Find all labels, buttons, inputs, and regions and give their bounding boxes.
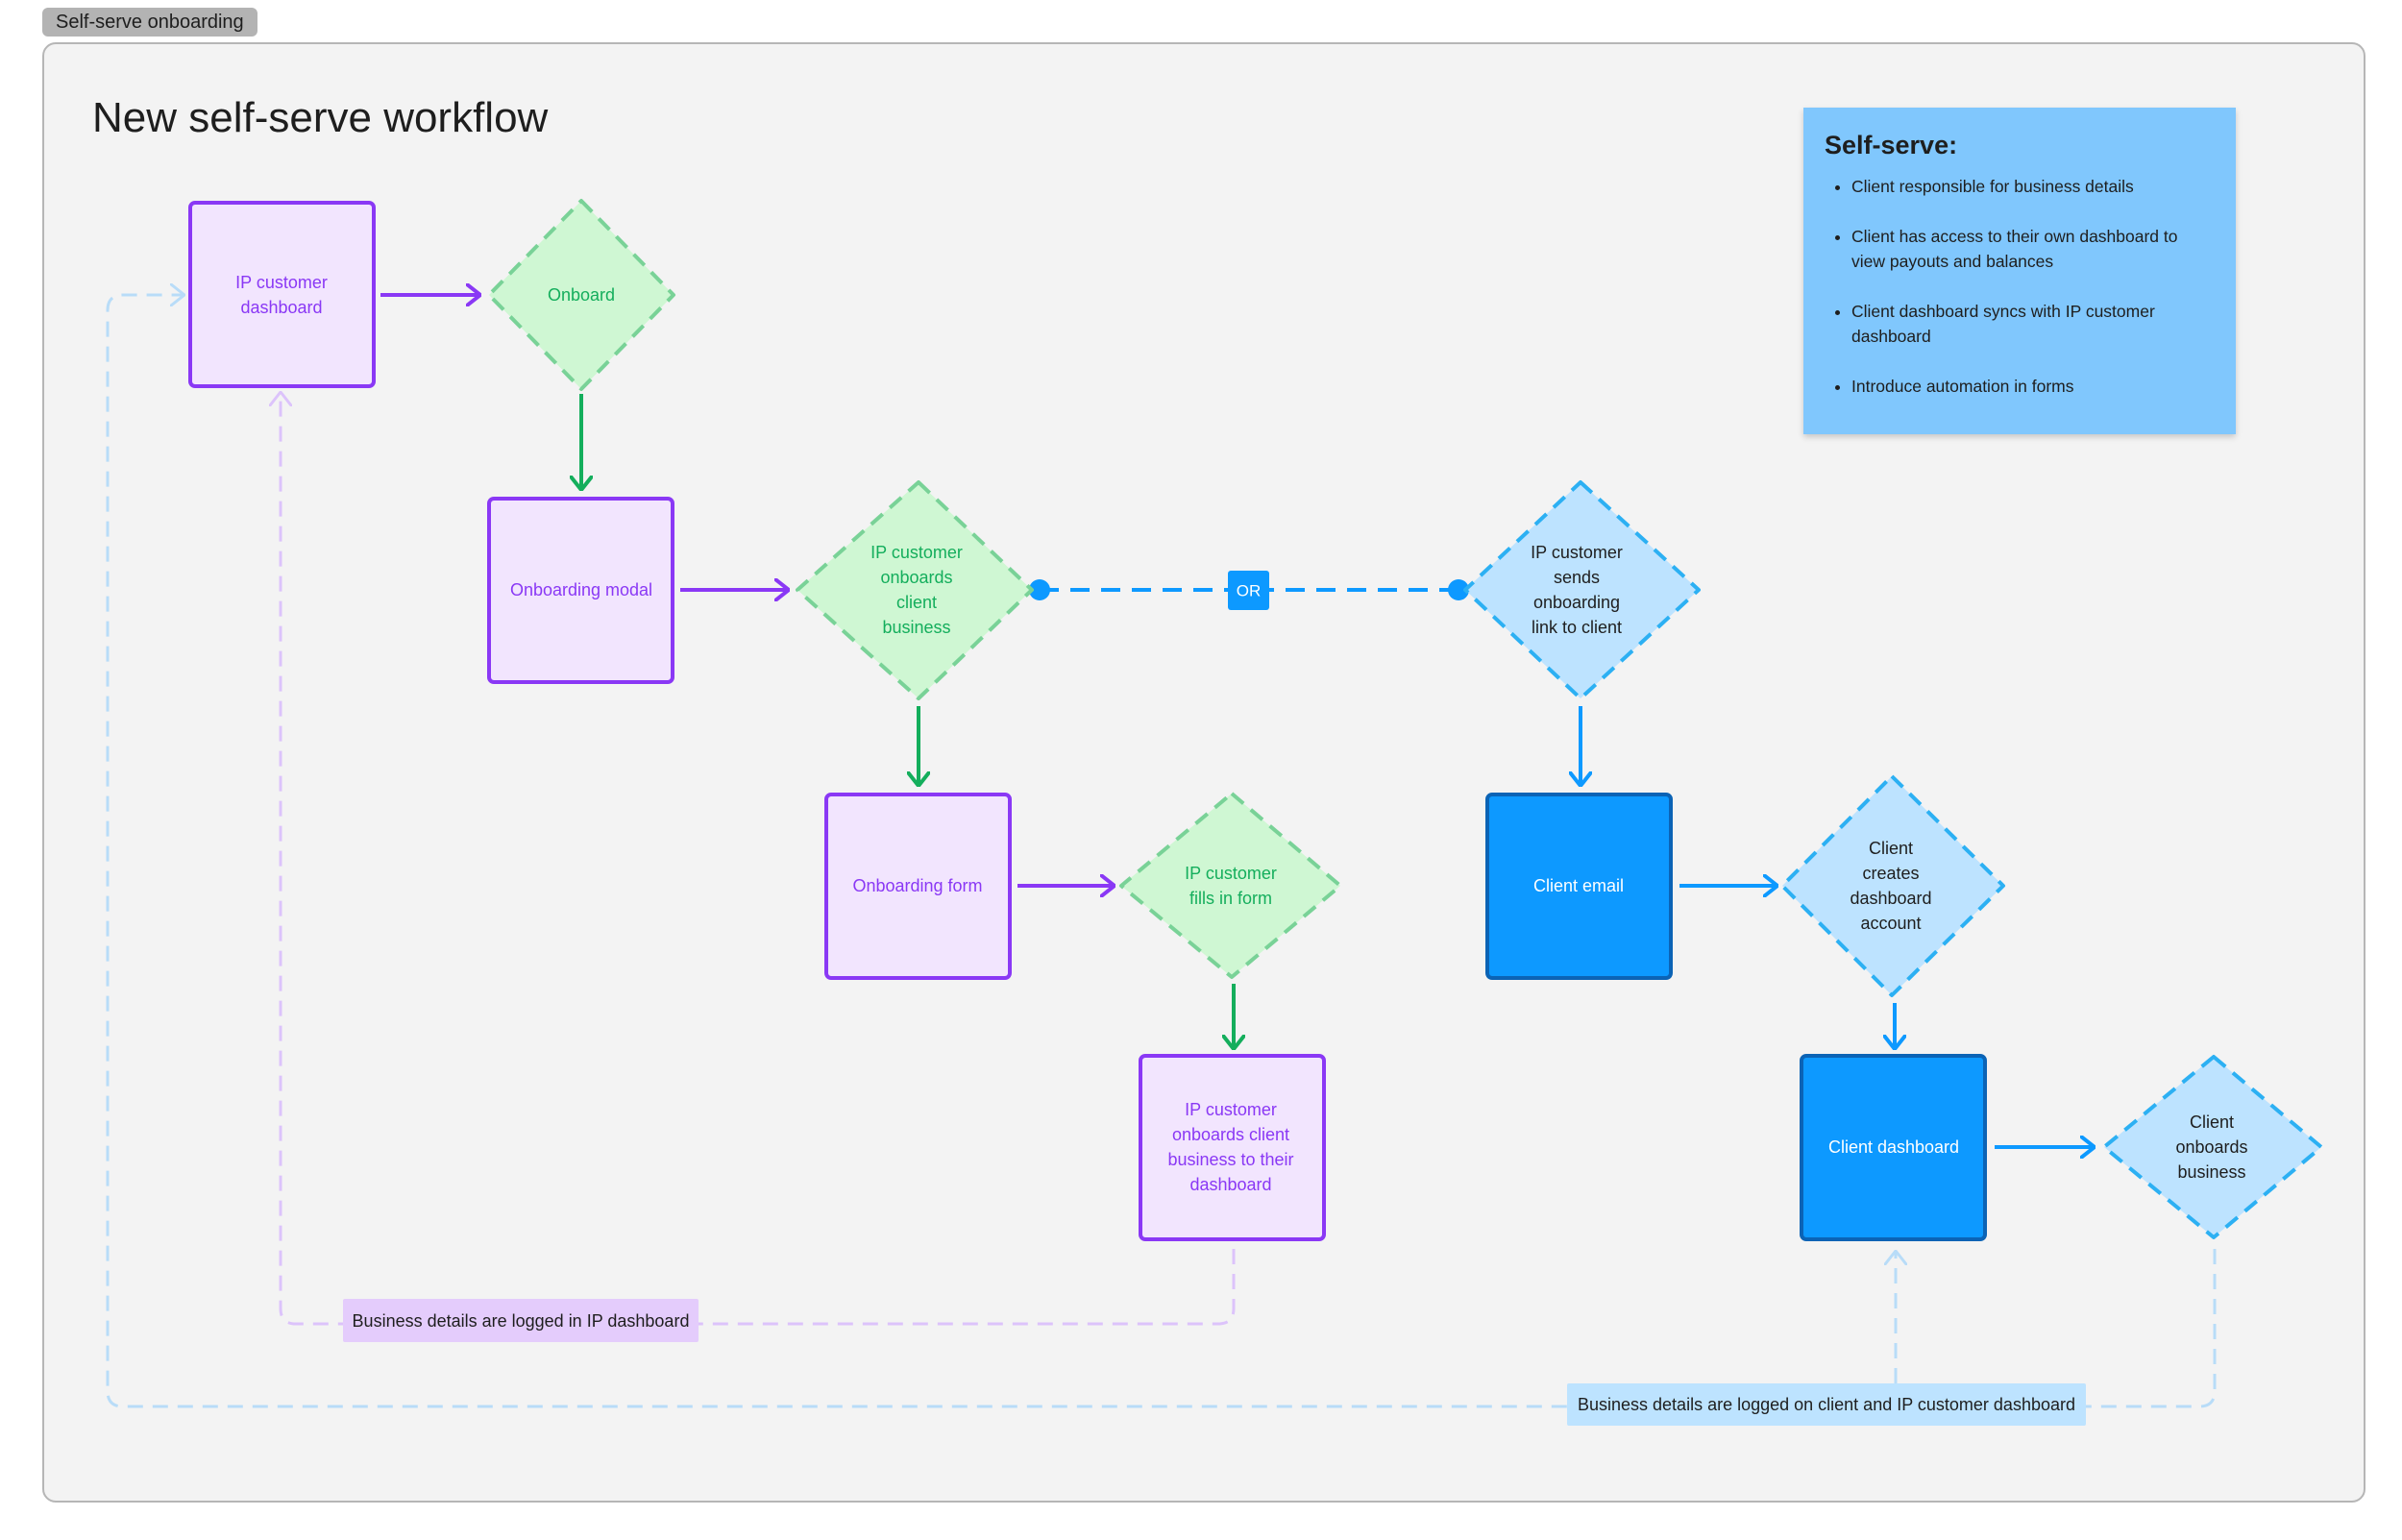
log-label-client-dashboard: Business details are logged on client an… (1578, 1395, 2075, 1414)
node-label-line: Onboarding form (852, 876, 982, 895)
node-label-line: business to their (1167, 1150, 1293, 1169)
node-label-line: dashboard (240, 298, 322, 317)
node-label-line: link to client (1532, 618, 1622, 637)
client-dashboard-log-connector (106, 295, 2217, 1408)
or-badge-label: OR (1237, 582, 1262, 600)
sticky-note-item: Introduce automation in forms (1851, 374, 2215, 399)
node-label-line: fills in form (1189, 889, 1272, 908)
node-ip-customer-onboards-client-business-label: IP customer onboards client business (870, 543, 963, 637)
node-ip-customer-fills-in-form-label: IP customer fills in form (1185, 864, 1277, 908)
node-ip-customer-onboards-client-business[interactable]: IP customer onboards client business (796, 480, 1034, 700)
node-onboarding-modal-label: Onboarding modal (510, 580, 652, 599)
ip-dashboard-log-connector (281, 392, 1236, 1326)
node-label-line: sends (1554, 568, 1600, 587)
node-label-line: onboards (2175, 1137, 2247, 1157)
node-label-line: dashboard (1850, 889, 1931, 908)
node-label-line: Client (2190, 1112, 2234, 1132)
node-client-onboards-business-label: Client onboards business (2175, 1112, 2247, 1182)
node-client-email[interactable]: Client email (1485, 793, 1673, 980)
log-label-ip-dashboard-bg (343, 1299, 699, 1342)
node-label-line: IP customer (235, 273, 328, 292)
node-ip-customer-onboards-client-to-dashboard[interactable]: IP customer onboards client business to th… (1139, 1054, 1326, 1241)
node-client-creates-dashboard-account-label: Client creates dashboard account (1850, 839, 1931, 933)
node-label-line: business (882, 618, 950, 637)
node-onboarding-modal[interactable]: Onboarding modal (487, 497, 674, 684)
node-onboard-label: Onboard (548, 285, 615, 305)
node-client-creates-dashboard-account[interactable]: Client creates dashboard account (1780, 774, 2005, 997)
node-ip-customer-dashboard-label: IP customer dashboard (235, 273, 328, 317)
node-label-line: Onboard (548, 285, 615, 305)
node-onboard[interactable]: Onboard (487, 199, 675, 391)
node-label-line: Onboarding modal (510, 580, 652, 599)
node-label-line: IP customer (1531, 543, 1623, 562)
node-label-line: onboarding (1533, 593, 1620, 612)
node-onboarding-form[interactable]: Onboarding form (824, 793, 1012, 980)
node-client-email-label: Client email (1533, 876, 1624, 895)
node-ip-customer-onboards-client-to-dashboard-label: IP customer onboards client business to th… (1167, 1100, 1293, 1194)
node-label-line: onboards (880, 568, 952, 587)
or-connector-start (1029, 579, 1050, 600)
node-ip-customer-fills-in-form[interactable]: IP customer fills in form (1119, 792, 1342, 979)
node-onboarding-form-label: Onboarding form (852, 876, 982, 895)
log-label-client-dashboard-bg (1567, 1383, 2086, 1426)
sticky-note-item: Client has access to their own dashboard… (1851, 224, 2215, 274)
section-label[interactable]: Self-serve onboarding (42, 8, 257, 37)
node-client-onboards-business[interactable]: Client onboards business (2102, 1055, 2323, 1239)
node-ip-customer-sends-onboarding-link[interactable]: IP customer sends onboarding link to client (1463, 480, 1701, 700)
node-client-dashboard-label: Client dashboard (1828, 1137, 1959, 1157)
sticky-note-list: Client responsible for business details … (1825, 174, 2215, 399)
node-label-line: Client dashboard (1828, 1137, 1959, 1157)
node-label-line: IP customer (1185, 1100, 1277, 1119)
or-badge[interactable] (1228, 571, 1269, 610)
node-ip-customer-dashboard[interactable]: IP customer dashboard (188, 201, 376, 388)
log-label-ip-dashboard: Business details are logged in IP dashbo… (353, 1311, 690, 1331)
node-label-line: creates (1862, 864, 1919, 883)
node-label-line: IP customer (1185, 864, 1277, 883)
sticky-note-item: Client dashboard syncs with IP customer … (1851, 299, 2215, 349)
node-client-dashboard[interactable]: Client dashboard (1800, 1054, 1987, 1241)
sticky-note[interactable]: Self-serve: Client responsible for busin… (1803, 108, 2236, 434)
node-label-line: account (1860, 914, 1921, 933)
node-label-line: Client (1869, 839, 1913, 858)
section-label-text: Self-serve onboarding (56, 12, 244, 33)
node-ip-customer-sends-onboarding-link-label: IP customer sends onboarding link to client (1531, 543, 1623, 637)
sticky-note-item: Client responsible for business details (1851, 174, 2215, 199)
node-label-line: dashboard (1189, 1175, 1271, 1194)
node-label-line: client (896, 593, 937, 612)
node-label-line: onboards client (1172, 1125, 1289, 1144)
page-title: New self-serve workflow (92, 94, 549, 141)
node-label-line: IP customer (870, 543, 963, 562)
node-label-line: Client email (1533, 876, 1624, 895)
node-label-line: business (2177, 1162, 2245, 1182)
sticky-note-heading: Self-serve: (1825, 131, 1958, 159)
or-connector-end (1448, 579, 1469, 600)
